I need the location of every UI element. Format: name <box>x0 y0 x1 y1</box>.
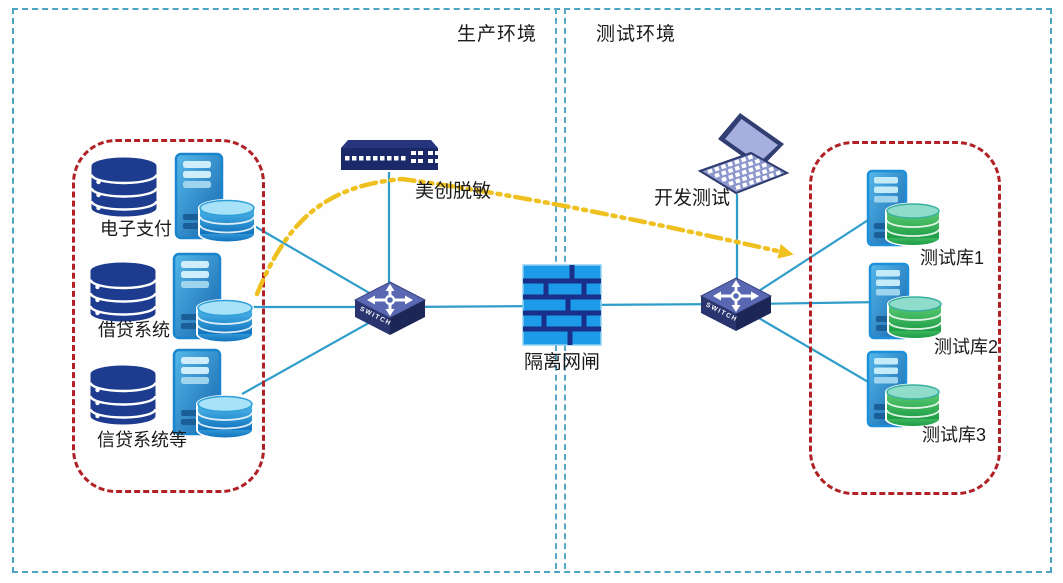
isolation-gateway-label: 隔离网闸 <box>523 352 600 373</box>
test-db-label: 测试库1 <box>919 248 984 268</box>
production-system-label: 借贷系统 <box>98 320 170 340</box>
test-db-label: 测试库2 <box>933 337 998 357</box>
test-switch-icon <box>699 277 773 333</box>
masking-appliance-label: 美创脱敏 <box>414 181 491 202</box>
test-server-icon <box>866 169 940 249</box>
laptop-icon <box>696 112 791 196</box>
server-database-icon <box>172 348 254 442</box>
production-switch-icon <box>353 281 427 337</box>
test-db-label: 测试库3 <box>921 425 986 445</box>
test-server-icon <box>866 350 940 430</box>
production-system-label: 信贷系统等 <box>97 430 187 450</box>
test-server-icon <box>868 262 942 342</box>
outer-dashed-border <box>12 8 1052 573</box>
test-cluster-border <box>809 141 1001 495</box>
server-database-icon <box>172 252 254 346</box>
firewall-icon <box>522 264 602 346</box>
database-icon <box>89 155 159 219</box>
database-icon <box>88 363 158 427</box>
zone-label-test: 测试环境 <box>595 24 676 45</box>
production-cluster-border <box>72 139 265 493</box>
dev-test-label: 开发测试 <box>653 188 730 209</box>
production-system-label: 电子支付 <box>100 219 172 239</box>
server-database-icon <box>174 152 256 246</box>
database-icon <box>88 260 158 324</box>
masking-appliance-icon <box>339 138 440 172</box>
zone-label-production: 生产环境 <box>456 24 537 45</box>
